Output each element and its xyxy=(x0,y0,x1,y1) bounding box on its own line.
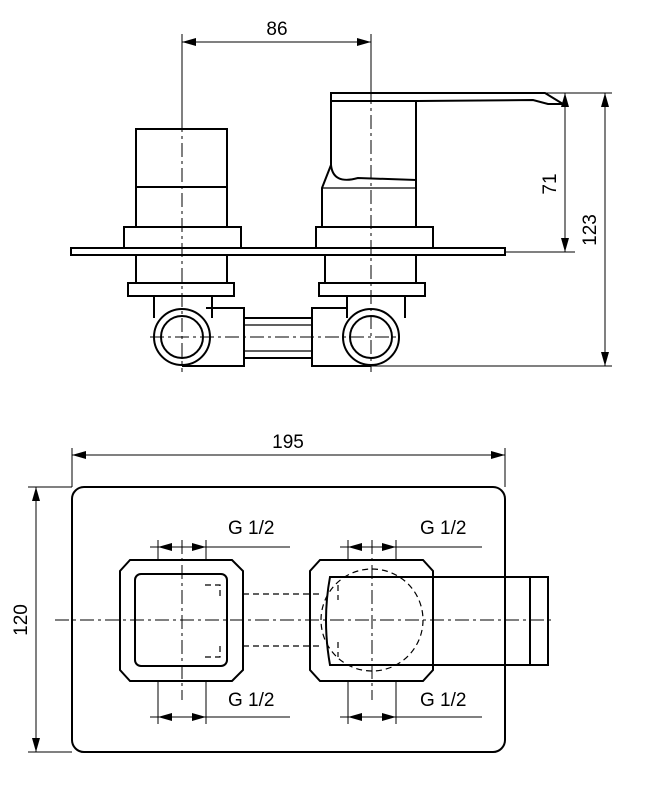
thread-callout-bottom-left: G 1/2 xyxy=(150,681,290,724)
dim-plate-height-label: 120 xyxy=(11,604,32,636)
side-connecting-pipe xyxy=(244,317,312,359)
dim-lever-height-label: 71 xyxy=(540,173,561,194)
dim-handle-spacing: 86 xyxy=(181,19,372,129)
thread-label-top-left: G 1/2 xyxy=(228,518,274,539)
dim-total-height-label: 123 xyxy=(580,214,601,246)
side-wall-plate xyxy=(70,247,506,256)
front-lever xyxy=(325,576,549,666)
dim-total-height: 123 xyxy=(371,93,612,367)
thread-label-bottom-right: G 1/2 xyxy=(420,690,466,711)
thread-label-bottom-left: G 1/2 xyxy=(228,690,274,711)
dim-plate-width-label: 195 xyxy=(272,432,304,453)
side-view: 86 71 123 xyxy=(70,19,612,372)
thread-callout-bottom-right: G 1/2 xyxy=(340,681,482,724)
side-right-control xyxy=(311,92,567,367)
front-view: 195 120 G 1/2 G 1/2 xyxy=(11,432,555,753)
dim-plate-height: 120 xyxy=(11,486,72,753)
side-left-control xyxy=(123,128,245,367)
thread-callout-top-left: G 1/2 xyxy=(150,518,290,560)
thread-callout-top-right: G 1/2 xyxy=(340,518,482,560)
thread-label-top-right: G 1/2 xyxy=(420,518,466,539)
dim-handle-spacing-label: 86 xyxy=(266,19,287,40)
dim-lever-height: 71 xyxy=(505,92,612,253)
side-lever xyxy=(330,92,567,105)
dim-plate-width: 195 xyxy=(71,432,506,487)
